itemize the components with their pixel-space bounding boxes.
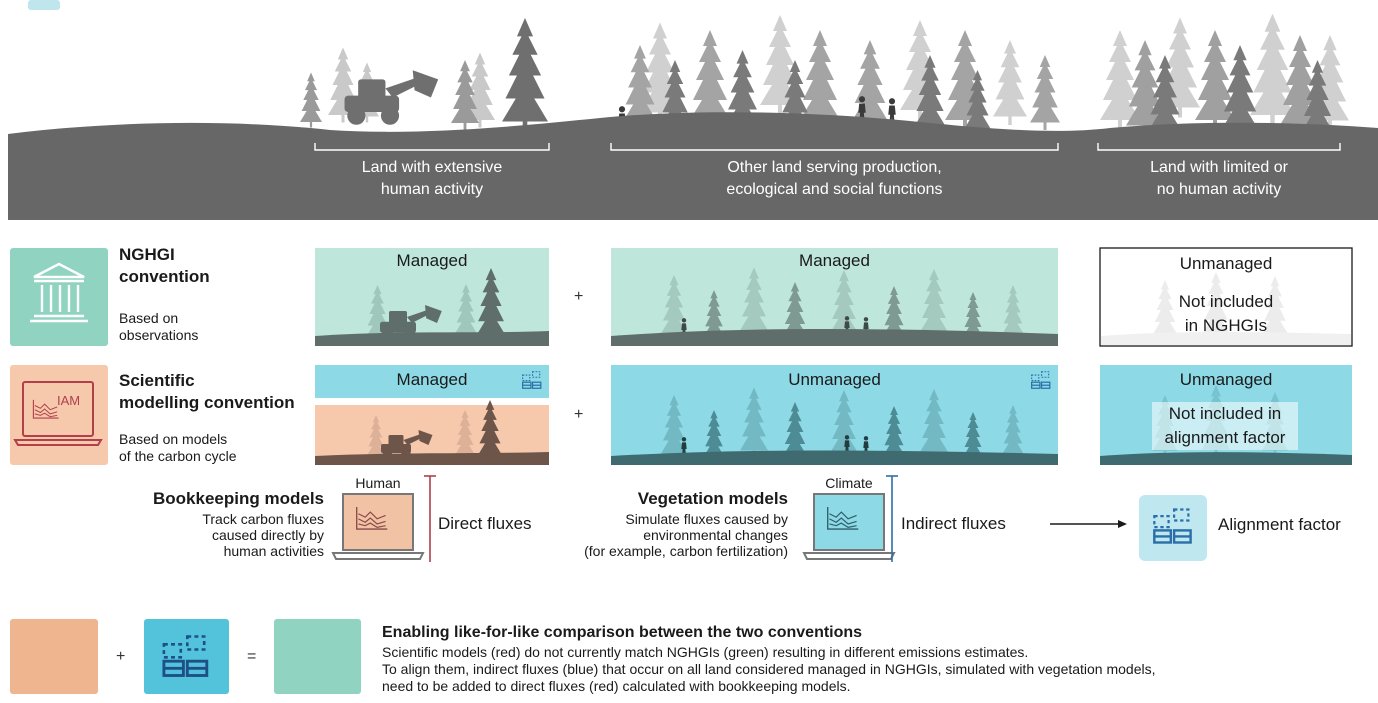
top-legend-mark <box>28 0 60 10</box>
nghgi-panel-1-bg <box>315 248 549 346</box>
climate-laptop-label: Climate <box>825 475 873 491</box>
scientific-panel-3-title: Unmanaged <box>1179 370 1273 389</box>
land-label-other: Other land serving production, ecologica… <box>726 159 943 198</box>
human-laptop-label: Human <box>355 475 401 491</box>
arrow-right-icon <box>1050 520 1127 528</box>
land-label-extensive: Land with extensive human activity <box>361 159 503 198</box>
nghgi-title: NGHGI convention <box>119 245 210 286</box>
vegetation-title: Vegetation models <box>637 489 788 508</box>
equation-orange-box <box>10 619 98 694</box>
equation-blue-box <box>144 619 229 694</box>
scientific-panel-1-top <box>315 365 549 398</box>
equals-sign-equation: = <box>247 648 257 665</box>
nghgi-panel-3-title: Unmanaged <box>1179 254 1273 273</box>
plus-sign-equation: + <box>116 648 126 665</box>
government-building-icon <box>30 262 88 323</box>
bottom-title: Enabling like-for-like comparison betwee… <box>382 624 863 641</box>
scientific-panel-1-title: Managed <box>396 370 468 389</box>
nghgi-panel-1-title: Managed <box>396 251 468 270</box>
bottom-line-3: need to be added to direct fluxes (red) … <box>382 678 851 694</box>
human-laptop-icon <box>331 493 425 560</box>
laptop-iam-icon <box>13 381 103 446</box>
bookkeeping-desc: Track carbon fluxes caused directly by h… <box>202 511 324 559</box>
direct-flux-line <box>424 475 436 562</box>
indirect-fluxes-label: Indirect fluxes <box>901 514 1006 533</box>
iam-label: IAM <box>57 393 81 408</box>
bottom-line-2: To align them, indirect fluxes (blue) th… <box>382 661 1156 677</box>
bottom-line-1: Scientific models (red) do not currently… <box>382 644 1029 660</box>
indirect-flux-line <box>886 475 898 562</box>
scientific-panel-2-title: Unmanaged <box>788 370 881 389</box>
equation-green-box <box>274 619 361 694</box>
land-label-limited: Land with limited or no human activity <box>1150 159 1288 198</box>
alignment-factor-label: Alignment factor <box>1218 515 1341 534</box>
alignment-factor-box <box>1139 495 1207 561</box>
land-brackets <box>314 143 1341 151</box>
scientific-not-included: Not included in alignment factor <box>1152 402 1298 450</box>
scientific-title: Scientific modelling convention <box>119 371 295 412</box>
plus-sign-nghgi: + <box>574 288 584 305</box>
scientific-subtitle: Based on models of the carbon cycle <box>119 431 237 464</box>
nghgi-panel-2-title: Managed <box>799 251 870 270</box>
climate-laptop-icon <box>802 493 896 560</box>
vegetation-desc: Simulate fluxes caused by environmental … <box>584 511 788 559</box>
nghgi-not-included: Not included in NGHGIs <box>1178 292 1274 335</box>
plus-sign-scientific: + <box>574 406 584 423</box>
nghgi-subtitle: Based on observations <box>119 310 199 343</box>
bookkeeping-title: Bookkeeping models <box>153 489 324 508</box>
direct-fluxes-label: Direct fluxes <box>438 514 532 533</box>
landscape-illustration <box>8 13 1378 220</box>
